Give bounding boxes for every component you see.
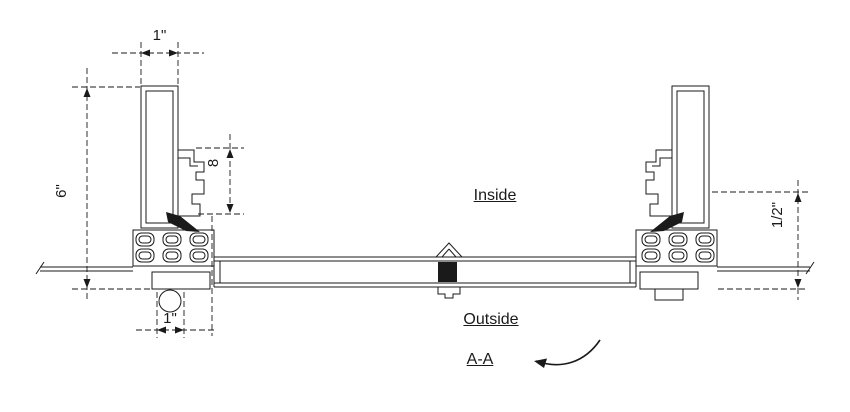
arrowhead [226, 204, 234, 213]
dimension-frame-depth [72, 68, 150, 302]
arrowhead [226, 149, 234, 158]
left-frame-tube-inner [145, 90, 174, 224]
left-jamb-profile [132, 85, 215, 290]
left-gasket-sections [135, 232, 209, 263]
wall-line-right [717, 261, 815, 275]
arrowhead [83, 279, 91, 288]
dimension-label-glazing-pocket: 8 [205, 158, 222, 168]
dimension-frame-face-width [112, 42, 204, 84]
wall-break-tick-left [35, 261, 45, 275]
wall-line-left [35, 261, 133, 275]
dimension-label-gasket-spacing: 1" [163, 310, 177, 327]
arrowhead [794, 193, 802, 202]
left-frame-tube-outer [140, 85, 179, 229]
rotation-arrow [534, 339, 601, 368]
label-inside: Inside [473, 187, 517, 204]
arrowhead [175, 326, 184, 334]
right-gasket-sections [641, 232, 715, 263]
right-bottom-hook [654, 289, 684, 301]
right-thermal-break-plate [635, 229, 718, 267]
wall-break-tick-right [805, 261, 815, 275]
arrowhead [141, 49, 150, 57]
arrowhead [169, 49, 178, 57]
label-section-aa: A-A [466, 351, 494, 368]
door-panel [213, 242, 637, 299]
dimension-label-frame-face-width: 1" [152, 27, 167, 44]
right-gasket-wedge [650, 212, 684, 232]
arrowhead [794, 279, 802, 288]
left-glazing-stop-detail [178, 157, 198, 167]
panel-core-block [438, 262, 457, 282]
left-gasket-wedge [166, 212, 200, 232]
dimension-label-frame-depth: 6" [53, 184, 70, 198]
left-thermal-break-plate [132, 229, 215, 267]
arrowhead [534, 358, 547, 368]
right-frame-tube-inner [676, 90, 705, 224]
left-sill-block [151, 271, 211, 290]
right-frame-tube-outer [671, 85, 710, 229]
arrowhead [83, 88, 91, 97]
right-jamb-profile [635, 85, 718, 301]
right-sill-block [639, 271, 699, 290]
right-glazing-stop [645, 149, 673, 217]
dimension-gasket-spacing [136, 289, 216, 338]
dimension-label-panel-thickness: 1/2" [769, 201, 786, 229]
right-glazing-stop-detail [652, 157, 672, 167]
detail-callout-circle [158, 289, 182, 313]
label-outside: Outside [463, 311, 519, 328]
dimension-glazing-pocket [196, 134, 244, 336]
dimension-panel-thickness [712, 180, 808, 300]
top-seal-marker [435, 242, 463, 258]
left-glazing-stop [177, 149, 205, 217]
arrowhead [157, 326, 166, 334]
bottom-clip [437, 287, 461, 299]
